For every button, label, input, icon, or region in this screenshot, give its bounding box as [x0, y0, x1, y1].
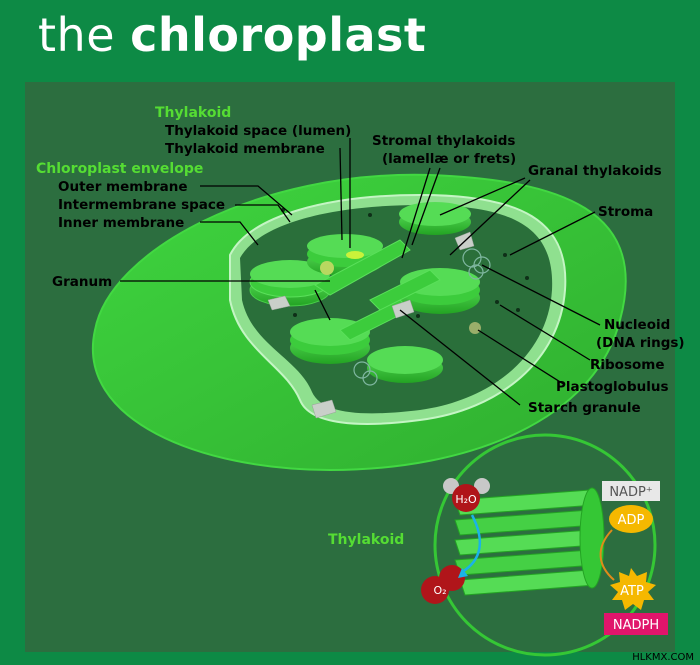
granal-thylakoids-label: Granal thylakoids [528, 163, 662, 179]
ribosomes [281, 208, 529, 318]
thylakoid-space-label: Thylakoid space (lumen) [165, 123, 351, 139]
chloroplast-envelope-heading: Chloroplast envelope [36, 161, 203, 177]
thylakoid-membrane-label: Thylakoid membrane [165, 141, 325, 157]
atp-burst [610, 568, 656, 610]
granum-stack-bottom [367, 346, 443, 383]
plastoglobulus [469, 322, 481, 334]
nadph-box [604, 613, 668, 635]
cycle-ring [433, 433, 657, 657]
granum-label: Granum [52, 274, 112, 290]
inset-thylakoid-label: Thylakoid [328, 532, 404, 548]
granum-stack-top [399, 202, 471, 235]
nucleoid-sub-label: (DNA rings) [596, 335, 685, 351]
adp-badge [609, 505, 653, 533]
adp-label: ADP [618, 513, 645, 528]
page-title: the chloroplast [38, 8, 426, 62]
atp-label: ATP [620, 584, 644, 599]
plastoglobulus-label: Plastoglobulus [556, 379, 669, 395]
oxygen-molecule: O₂ [421, 565, 465, 604]
thylakoid-heading: Thylakoid [155, 105, 231, 121]
stromal-lamellae [314, 239, 441, 341]
inset-thylakoid-stack [454, 487, 605, 596]
title-part-1: the [38, 8, 131, 62]
water-molecule: H₂O [443, 478, 490, 512]
o2-label: O₂ [433, 584, 446, 597]
water-to-oxygen-arrowhead [458, 568, 468, 578]
nucleoid-rings [353, 248, 491, 386]
starch-granule-label: Starch granule [528, 400, 641, 416]
stromal-thylakoids-label: Stromal thylakoids [372, 133, 515, 149]
outer-membrane-label: Outer membrane [58, 179, 188, 195]
title-part-2: chloroplast [130, 8, 427, 62]
watermark: HLKMX.COM [632, 652, 694, 663]
leader-lines [120, 138, 601, 406]
intermembrane-space-label: Intermembrane space [58, 197, 225, 213]
nadp-label: NADP⁺ [609, 485, 652, 500]
thylakoid-inset: H₂O O₂ NADP⁺ ADP ATP NADPH Thylakoid [328, 433, 668, 657]
h2o-label: H₂O [455, 493, 477, 506]
stromal-thylakoids-sub-label: (lamellæ or frets) [382, 151, 516, 167]
water-to-oxygen-arrow [461, 514, 482, 574]
ribosome-label: Ribosome [590, 357, 665, 373]
inner-membrane-label: Inner membrane [58, 215, 184, 231]
nadph-label: NADPH [613, 618, 659, 633]
adp-atp-arrow [599, 529, 615, 581]
stroma-label: Stroma [598, 204, 653, 220]
plastoglobulus-2 [320, 261, 334, 275]
nadp-box [602, 481, 660, 501]
nucleoid-label: Nucleoid [604, 317, 670, 333]
